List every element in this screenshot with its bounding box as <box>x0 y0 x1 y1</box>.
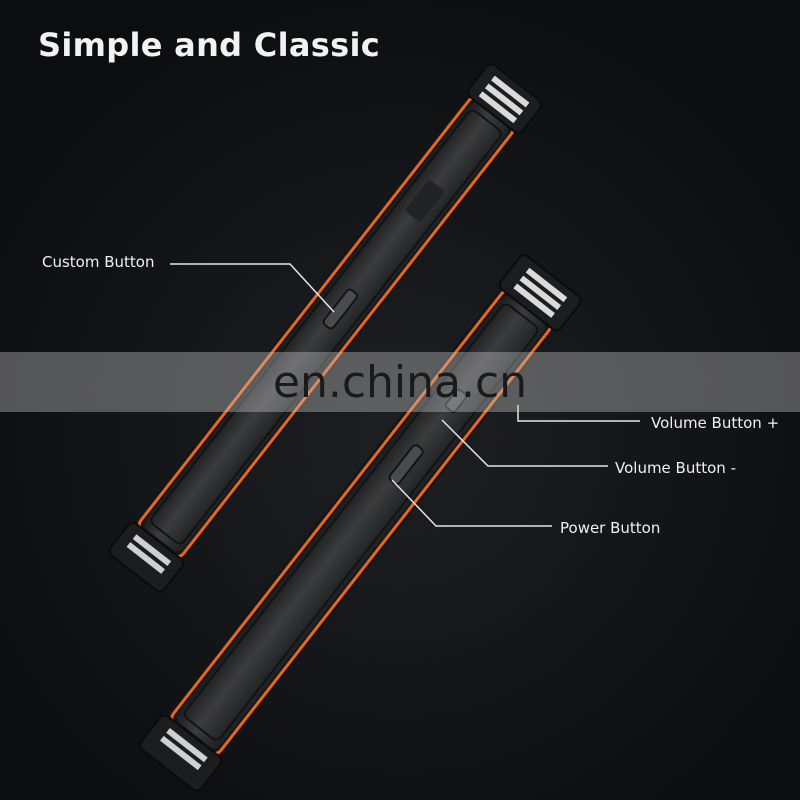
power-button-label: Power Button <box>560 519 661 537</box>
custom-button-label: Custom Button <box>42 253 155 271</box>
watermark-band <box>0 352 800 412</box>
phone-lower <box>139 254 582 792</box>
phone-upper <box>108 63 543 593</box>
volume-up-callout-line <box>517 405 640 422</box>
custom-button-callout-line <box>170 263 335 313</box>
volume-down-label: Volume Button - <box>615 459 736 477</box>
volume-button-shape <box>444 388 468 413</box>
volume-down-callout-line <box>441 419 608 467</box>
power-callout-line <box>391 479 552 527</box>
watermark-text: en.china.cn <box>272 356 528 408</box>
power-button-shape <box>388 444 424 486</box>
custom-button-shape <box>322 288 358 330</box>
volume-up-label: Volume Button + <box>651 414 780 432</box>
page-title: Simple and Classic <box>38 26 380 64</box>
